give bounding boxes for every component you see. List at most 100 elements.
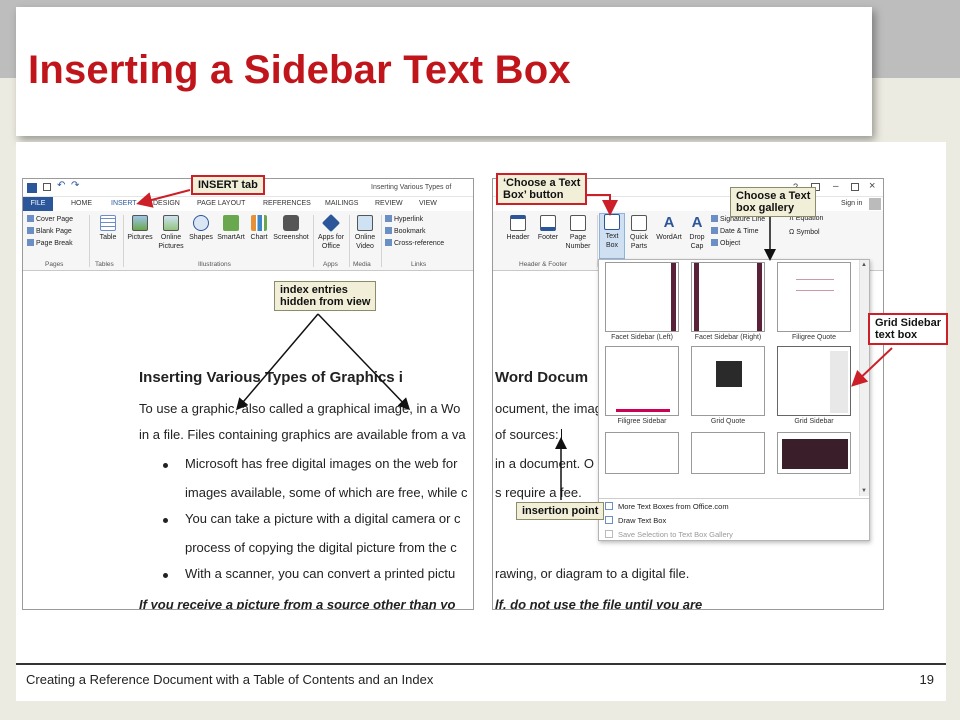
left-document-body[interactable]: Inserting Various Types of Graphics i To… (23, 271, 473, 609)
tab-home[interactable]: HOME (71, 200, 92, 207)
symbol-button[interactable]: Ω Symbol (789, 229, 820, 236)
window-title: Inserting Various Types of (371, 184, 452, 191)
gallery-scrollbar[interactable]: ▲ ▼ (859, 260, 869, 496)
shapes-button[interactable]: Shapes (187, 215, 215, 242)
close-icon[interactable]: × (869, 180, 876, 192)
shapes-icon (193, 215, 209, 231)
group-label-pages: Pages (45, 261, 64, 268)
blank-page-button[interactable]: Blank Page (27, 227, 72, 235)
text-box-gallery: Facet Sidebar (Left) Facet Sidebar (Righ… (598, 259, 870, 541)
group-label-illustrations: Illustrations (198, 261, 231, 268)
cross-reference-icon (385, 239, 392, 246)
chart-button[interactable]: Chart (247, 215, 271, 242)
scroll-down-icon[interactable]: ▼ (861, 488, 867, 494)
footer-button[interactable]: Footer (533, 215, 563, 242)
cover-page-button[interactable]: Cover Page (27, 215, 73, 223)
apps-icon (321, 213, 341, 233)
globe-icon (605, 502, 613, 510)
facet-sidebar-right-thumb[interactable] (691, 262, 765, 332)
save-icon[interactable] (43, 183, 51, 191)
cross-reference-button[interactable]: Cross-reference (385, 239, 444, 247)
draw-text-box-menu-item[interactable]: Draw Text Box (605, 516, 666, 525)
hyperlink-button[interactable]: Hyperlink (385, 215, 423, 223)
table-button[interactable]: Table (93, 215, 123, 242)
restore-icon[interactable] (851, 183, 859, 191)
gallery-item-label: Filigree Quote (792, 334, 836, 341)
tab-references[interactable]: REFERENCES (263, 200, 311, 207)
calendar-icon (711, 227, 718, 234)
table-icon (100, 215, 116, 231)
scroll-up-icon[interactable]: ▲ (861, 262, 867, 268)
gallery-thumb[interactable] (605, 432, 679, 474)
filigree-sidebar-thumb[interactable] (605, 346, 679, 416)
insertion-point-caret (561, 429, 562, 443)
gallery-thumb[interactable] (777, 432, 851, 474)
thumb-decoration (782, 439, 848, 469)
more-text-boxes-menu-item[interactable]: More Text Boxes from Office.com (605, 502, 729, 511)
page-break-button[interactable]: Page Break (27, 239, 73, 247)
header-icon (510, 215, 526, 231)
tab-design[interactable]: DESIGN (153, 200, 180, 207)
gallery-item-label: Facet Sidebar (Left) (611, 334, 673, 341)
pictures-button[interactable]: Pictures (125, 215, 155, 242)
omega-icon: Ω (789, 229, 797, 236)
doc-heading: Word Docum (495, 369, 589, 386)
smartart-button[interactable]: SmartArt (215, 215, 247, 242)
thumb-decoration (716, 361, 742, 387)
redo-icon[interactable]: ↷ (71, 180, 80, 191)
footer-divider (16, 663, 946, 665)
insertion-point-callout: insertion point (516, 502, 605, 520)
header-button[interactable]: Header (503, 215, 533, 242)
text-box-icon (604, 214, 620, 230)
bookmark-button[interactable]: Bookmark (385, 227, 426, 235)
user-avatar[interactable] (869, 198, 881, 210)
doc-bullet-line: in a document. O (495, 456, 594, 471)
signature-line-icon (711, 215, 718, 222)
save-selection-menu-item[interactable]: Save Selection to Text Box Gallery (605, 530, 733, 539)
page-number: 19 (919, 672, 934, 687)
undo-icon[interactable]: ↶ (57, 180, 66, 191)
date-time-button[interactable]: Date & Time (711, 227, 759, 235)
tab-insert[interactable]: INSERT (111, 200, 137, 207)
ribbon-separator (381, 215, 382, 267)
object-icon (711, 239, 718, 246)
tab-review[interactable]: REVIEW (375, 200, 403, 207)
pi-icon: π (789, 215, 796, 222)
grid-quote-thumb[interactable] (691, 346, 765, 416)
equation-button[interactable]: π Equation (789, 215, 824, 222)
doc-heading: Inserting Various Types of Graphics i (139, 369, 403, 386)
smartart-icon (223, 215, 239, 231)
tab-file[interactable]: FILE (23, 197, 53, 211)
wordart-button[interactable]: A WordArt (656, 214, 682, 242)
doc-paragraph-line: To use a graphic, also called a graphica… (139, 401, 461, 416)
gallery-thumb[interactable] (691, 432, 765, 474)
footer-icon (540, 215, 556, 231)
tab-page-layout[interactable]: PAGE LAYOUT (197, 200, 246, 207)
ribbon-separator (597, 215, 598, 267)
facet-sidebar-left-thumb[interactable] (605, 262, 679, 332)
grid-sidebar-thumb[interactable] (777, 346, 851, 416)
minimize-icon[interactable]: – (833, 181, 839, 192)
slide-title: Inserting a Sidebar Text Box (28, 48, 571, 92)
sign-in-link[interactable]: Sign in (841, 200, 863, 207)
gallery-item-label: Grid Sidebar (794, 418, 834, 425)
tab-view[interactable]: VIEW (419, 200, 437, 207)
object-button[interactable]: Object (711, 239, 740, 247)
filigree-quote-thumb[interactable] (777, 262, 851, 332)
camera-icon (283, 215, 299, 231)
online-pictures-icon (163, 215, 179, 231)
thumb-decoration (757, 263, 762, 331)
title-card (16, 7, 872, 136)
tab-mailings[interactable]: MAILINGS (325, 200, 359, 207)
signature-line-button[interactable]: Signature Line (711, 215, 765, 223)
screenshot-button[interactable]: Screenshot (271, 215, 311, 242)
